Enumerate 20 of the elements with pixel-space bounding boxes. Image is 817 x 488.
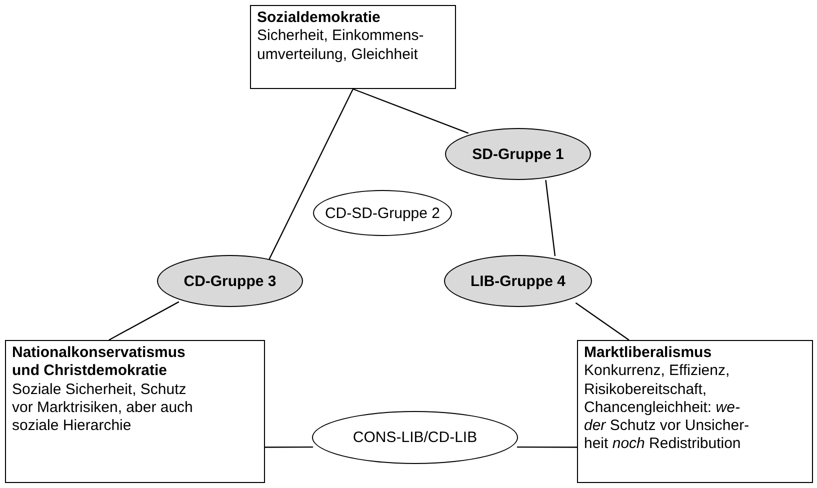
box-heading: Nationalkonservatismus und Christdemokratie	[12, 344, 186, 381]
group-ellipse: CD-Gruppe 3	[157, 255, 303, 307]
group-ellipse: SD-Gruppe 1	[445, 128, 591, 180]
connector-line	[575, 302, 630, 340]
connector-line	[516, 446, 577, 448]
group-ellipse: CONS-LIB/CD-LIB	[312, 411, 518, 464]
connector-line	[352, 88, 469, 134]
group-ellipse: CD-SD-Gruppe 2	[313, 190, 452, 236]
box-body-text: Soziale Sicherheit, Schutz vor Marktrisiken, aber auch soziale Hierarchie	[12, 380, 194, 436]
connector-line	[108, 301, 180, 341]
box-heading: Sozialdemokratie	[257, 9, 382, 28]
connector-line	[545, 180, 556, 256]
connector-line	[265, 446, 314, 448]
text-box	[5, 340, 265, 483]
box-body-text: Sicherheit, Einkommens-umverteilung, Gleichheit	[257, 27, 425, 64]
group-ellipse: LIB-Gruppe 4	[444, 255, 592, 307]
box-body-text: Konkurrenz, Effizienz, Risikobereitschaft, Chancengleichheit: we-der Schutz vor Unsicher-heit noch Redistribution	[584, 362, 750, 454]
text-box	[250, 5, 456, 89]
box-heading: Marktliberalismus	[584, 344, 713, 362]
text-box	[577, 340, 813, 483]
